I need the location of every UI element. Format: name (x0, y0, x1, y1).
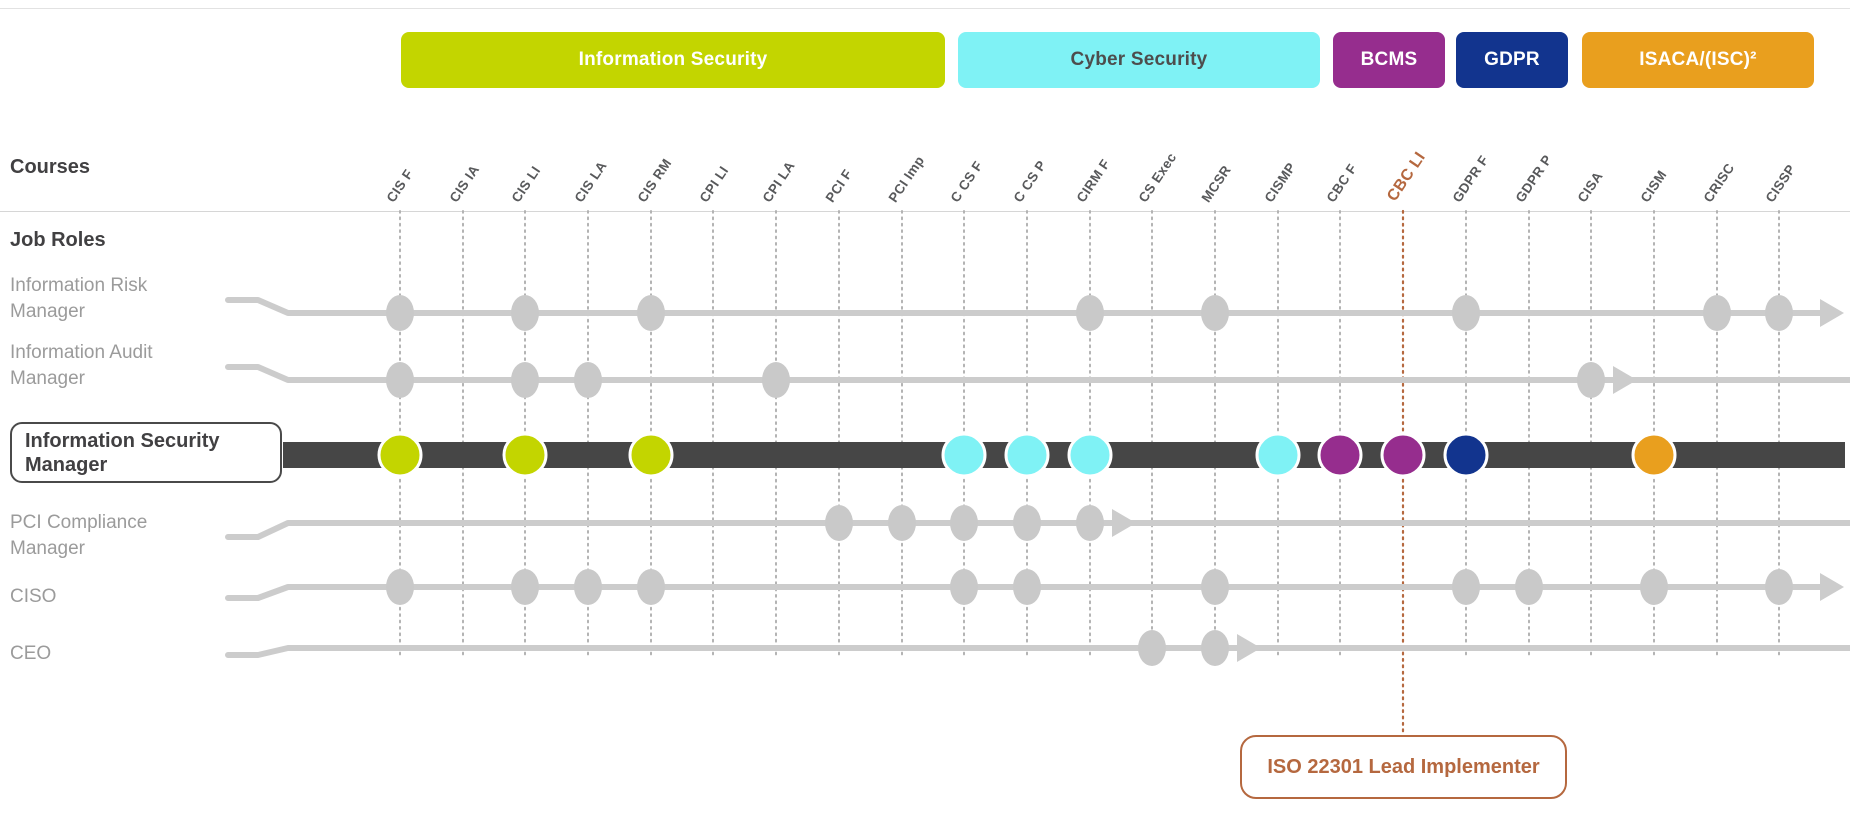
row-ciso-dot-cism (1640, 569, 1668, 605)
row-pci-compliance-manager-mid-arrow (1112, 509, 1136, 537)
top-divider (0, 8, 1850, 9)
course-dot-cirm-f (1067, 432, 1113, 478)
row-ceo-dot-mcsr (1201, 630, 1229, 666)
row-information-risk-manager-end-arrow (1820, 299, 1844, 327)
course-group-bcms: BCMS (1333, 32, 1445, 88)
row-pci-compliance-manager-dot-c-cs-f (950, 505, 978, 541)
row-pci-compliance-manager-dot-pci-imp (888, 505, 916, 541)
row-ciso-dot-cis-f (386, 569, 414, 605)
row-information-risk-manager-dot-mcsr (1201, 295, 1229, 331)
row-ciso-dot-cis-rm (637, 569, 665, 605)
row-pci-compliance-manager-dot-cirm-f (1076, 505, 1104, 541)
course-dot-cism (1631, 432, 1677, 478)
row-ciso-dot-cis-la (574, 569, 602, 605)
row-information-risk-manager-dot-gdpr-f (1452, 295, 1480, 331)
row-information-risk-manager-dot-cissp (1765, 295, 1793, 331)
row-information-risk-manager-dot-cis-f (386, 295, 414, 331)
course-dot-cbc-f (1317, 432, 1363, 478)
row-pci-compliance-manager-dot-c-cs-p (1013, 505, 1041, 541)
row-information-risk-manager-dot-cis-li (511, 295, 539, 331)
courses-divider (0, 211, 1850, 212)
row-ciso-dot-gdpr-f (1452, 569, 1480, 605)
row-information-risk-manager-dot-cis-rm (637, 295, 665, 331)
course-dot-cis-f (377, 432, 423, 478)
row-ciso-line (225, 584, 1823, 601)
row-ciso-dot-c-cs-p (1013, 569, 1041, 605)
row-ciso-end-arrow (1820, 573, 1844, 601)
callout-box: ISO 22301 Lead Implementer (1240, 735, 1567, 799)
row-information-risk-manager-dot-crisc (1703, 295, 1731, 331)
course-dot-cbc-li (1380, 432, 1426, 478)
courses-heading: Courses (10, 156, 91, 178)
course-dot-c-cs-p (1004, 432, 1050, 478)
row-information-audit-manager-mid-arrow (1613, 366, 1637, 394)
course-dot-c-cs-f (941, 432, 987, 478)
row-ciso-dot-cis-li (511, 569, 539, 605)
row-ciso-dot-mcsr (1201, 569, 1229, 605)
course-dot-cis-rm (628, 432, 674, 478)
row-ceo-line (225, 645, 1850, 658)
role-label-ceo: CEO (10, 643, 52, 664)
row-information-audit-manager-dot-cisa (1577, 362, 1605, 398)
course-group-cyber-security: Cyber Security (958, 32, 1320, 88)
course-dot-cismp (1255, 432, 1301, 478)
row-information-risk-manager-line (225, 297, 1823, 316)
role-label-ciso: CISO (10, 586, 57, 607)
row-ceo-dot-cs-exec (1138, 630, 1166, 666)
row-information-risk-manager-dot-cirm-f (1076, 295, 1104, 331)
row-ciso-dot-c-cs-f (950, 569, 978, 605)
row-pci-compliance-manager-dot-pci-f (825, 505, 853, 541)
row-ceo-mid-arrow (1237, 634, 1261, 662)
row-information-audit-manager-dot-cis-la (574, 362, 602, 398)
row-information-audit-manager-dot-cis-li (511, 362, 539, 398)
course-dot-cis-li (502, 432, 548, 478)
row-pci-compliance-manager-line (225, 520, 1850, 540)
callout-label: ISO 22301 Lead Implementer (1267, 755, 1540, 778)
row-information-audit-manager-dot-cis-f (386, 362, 414, 398)
job-roles-heading: Job Roles (10, 229, 106, 251)
course-group-gdpr: GDPR (1456, 32, 1568, 88)
row-information-audit-manager-dot-cpi-la (762, 362, 790, 398)
course-group-isaca-isc-: ISACA/(ISC)² (1582, 32, 1814, 88)
course-group-information-security: Information Security (401, 32, 945, 88)
course-dot-gdpr-f (1443, 432, 1489, 478)
row-ciso-dot-gdpr-p (1515, 569, 1543, 605)
row-information-audit-manager-line (225, 364, 1850, 383)
row-ciso-dot-cissp (1765, 569, 1793, 605)
